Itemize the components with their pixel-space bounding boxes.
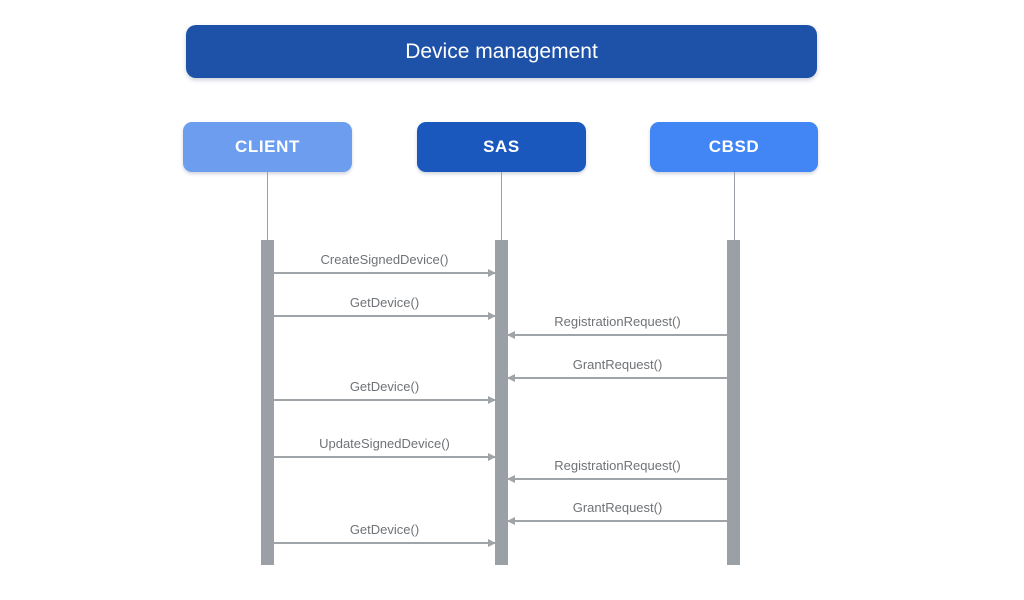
message-update-signed-device: UpdateSignedDevice() [274,436,496,461]
actor-sas: SAS [417,122,586,172]
message-label: CreateSignedDevice() [320,252,449,267]
message-grant-request-2: GrantRequest() [507,500,727,525]
actor-sas-label: SAS [483,137,520,156]
message-arrow-left [507,475,727,483]
message-label: RegistrationRequest() [554,458,681,473]
message-label: RegistrationRequest() [554,314,681,329]
lifeline-cbsd [734,172,735,240]
message-arrow-right [274,539,496,547]
message-get-device-3: GetDevice() [274,522,496,547]
activation-bar-cbsd [727,240,740,565]
lifeline-client [267,172,268,240]
message-label: GetDevice() [349,522,420,537]
message-get-device-2: GetDevice() [274,379,496,404]
message-create-signed-device: CreateSignedDevice() [274,252,496,277]
actor-cbsd: CBSD [650,122,818,172]
activation-bar-client [261,240,274,565]
lifeline-sas [501,172,502,240]
message-label: GrantRequest() [572,357,663,372]
message-label: GetDevice() [349,379,420,394]
activation-bar-sas [495,240,508,565]
message-grant-request-1: GrantRequest() [507,357,727,382]
message-get-device-1: GetDevice() [274,295,496,320]
message-arrow-left [507,517,727,525]
message-registration-request-1: RegistrationRequest() [507,314,727,339]
message-arrow-left [507,331,727,339]
message-arrow-left [507,374,727,382]
message-registration-request-2: RegistrationRequest() [507,458,727,483]
diagram-title: Device management [405,39,598,63]
message-arrow-right [274,269,496,277]
diagram-title-bar: Device management [186,25,817,78]
message-label: UpdateSignedDevice() [319,436,450,451]
message-label: GetDevice() [349,295,420,310]
message-arrow-right [274,396,496,404]
message-arrow-right [274,312,496,320]
message-label: GrantRequest() [572,500,663,515]
actor-client-label: CLIENT [235,137,300,156]
actor-cbsd-label: CBSD [708,137,760,156]
message-arrow-right [274,453,496,461]
actor-client: CLIENT [183,122,352,172]
